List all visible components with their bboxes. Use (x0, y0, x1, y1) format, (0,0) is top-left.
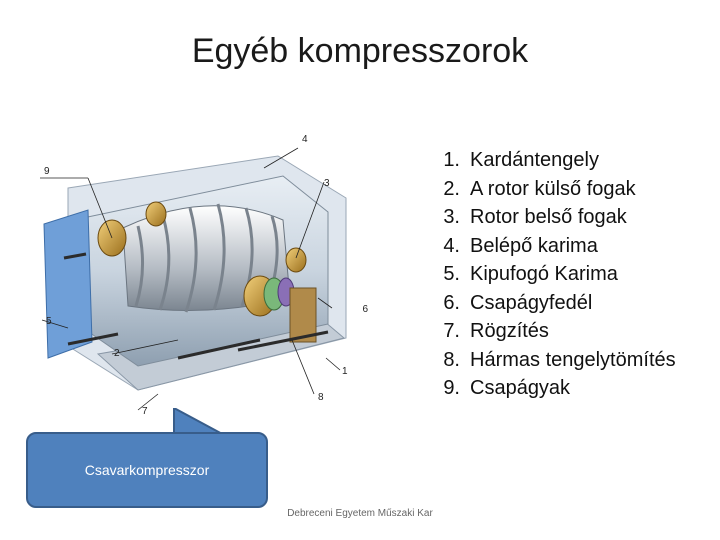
legend-item: 3. Rotor belső fogak (414, 203, 714, 232)
legend-label: Belépő karima (470, 232, 714, 261)
legend-label: A rotor külső fogak (470, 175, 714, 204)
legend-item: 2. A rotor külső fogak (414, 175, 714, 204)
legend-label: Hármas tengelytömítés (470, 346, 714, 375)
legend-number: 7. (414, 317, 470, 346)
legend-item: 6. Csapágyfedél (414, 289, 714, 318)
callout-number-9: 9 (44, 166, 50, 177)
slide-footer: Debreceni Egyetem Műszaki Kar (0, 508, 720, 519)
page-title: Egyéb kompresszorok (0, 32, 720, 71)
callout-number-4: 4 (302, 134, 308, 145)
legend-item: 7. Rögzítés (414, 317, 714, 346)
legend-label: Csapágyak (470, 374, 714, 403)
callout-number-5: 5 (46, 316, 52, 327)
callout-number-3: 3 (324, 178, 330, 189)
legend-item: 9. Csapágyak (414, 374, 714, 403)
legend-number: 1. (414, 146, 470, 175)
compressor-illustration: 1 2 3 4 5 6 7 8 9 (28, 128, 368, 418)
callout-number-2: 2 (114, 348, 120, 359)
legend-item: 8. Hármas tengelytömítés (414, 346, 714, 375)
legend-number: 6. (414, 289, 470, 318)
legend-item: 1. Kardántengely (414, 146, 714, 175)
screw-compressor-cutaway-figure: 1 2 3 4 5 6 7 8 9 (28, 128, 368, 418)
legend-number: 8. (414, 346, 470, 375)
legend-label: Rotor belső fogak (470, 203, 714, 232)
legend-item: 5. Kipufogó Karima (414, 260, 714, 289)
legend-number: 2. (414, 175, 470, 204)
legend-item: 4. Belépő karima (414, 232, 714, 261)
callout-number-6: 6 (362, 304, 368, 315)
legend-number: 3. (414, 203, 470, 232)
callout-number-1: 1 (342, 366, 348, 377)
legend-label: Rögzítés (470, 317, 714, 346)
legend-number: 9. (414, 374, 470, 403)
callout-bubble: Csavarkompresszor (26, 432, 268, 508)
legend-label: Kardántengely (470, 146, 714, 175)
callout-label: Csavarkompresszor (85, 462, 209, 478)
legend-label: Kipufogó Karima (470, 260, 714, 289)
legend-label: Csapágyfedél (470, 289, 714, 318)
callout-number-8: 8 (318, 392, 324, 403)
component-legend: 1. Kardántengely 2. A rotor külső fogak … (414, 146, 714, 403)
callout-number-7: 7 (142, 406, 148, 417)
legend-number: 4. (414, 232, 470, 261)
legend-number: 5. (414, 260, 470, 289)
